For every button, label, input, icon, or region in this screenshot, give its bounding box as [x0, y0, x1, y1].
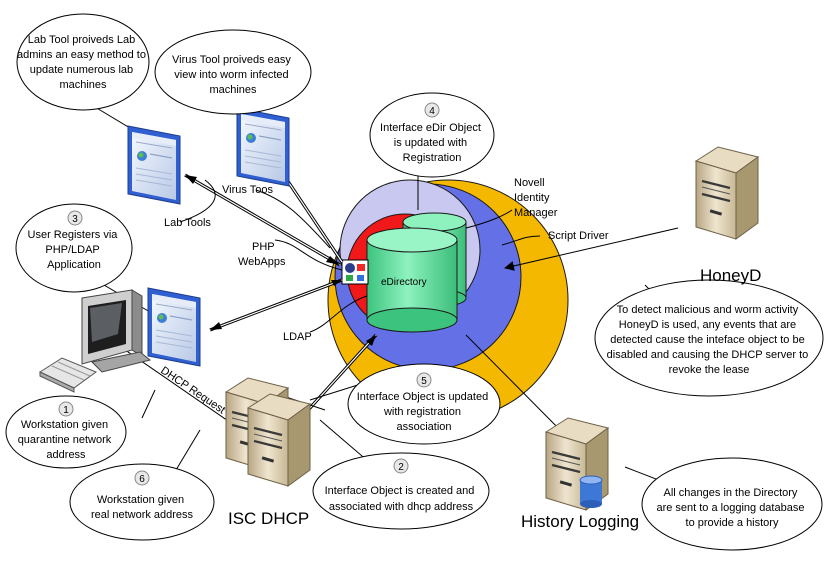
- callout-line: quarantine network: [18, 434, 112, 446]
- callout-line: update numerous lab: [30, 64, 133, 76]
- step-4-callout: 4 Interface eDir Object is updated with …: [369, 92, 495, 178]
- script-driver-label: Script Driver: [548, 230, 609, 242]
- computer-workstation-icon: [81, 289, 152, 373]
- callout-line: association: [396, 421, 451, 433]
- step-number: 6: [139, 474, 145, 485]
- callout-line: Interface Object is updated: [357, 391, 488, 403]
- callout-line: Interface eDir Object: [380, 122, 481, 134]
- callout-line: associated with dhcp address: [329, 501, 474, 513]
- honeyd-label: HoneyD: [700, 266, 761, 285]
- callout-line: Workstation given: [97, 494, 184, 506]
- honeyd-server-icon: [694, 145, 760, 241]
- honeyd-callout: To detect malicious and worm activity Ho…: [594, 279, 824, 397]
- step-number: 5: [421, 376, 427, 387]
- callout-line: revoke the lease: [669, 364, 750, 376]
- svg-text:All changes in the Directory: All changes in the Directory are sent to…: [656, 487, 807, 529]
- lab-tools-label: Lab Tools: [164, 217, 211, 229]
- step-number: 4: [429, 106, 435, 117]
- isc-dhcp-server-icon: [224, 376, 312, 488]
- callout-line: Interface Object is created and: [325, 485, 475, 497]
- callout-line: view into worm infected: [174, 69, 288, 81]
- application-object-icon: [341, 259, 369, 285]
- callout-line: are sent to a logging database: [656, 502, 804, 514]
- svg-text:Interface eDir Object is: Interface eDir Object is updated with Re…: [380, 122, 484, 164]
- callout-line: To detect malicious and worm activity: [617, 304, 799, 316]
- step-6-callout: 6 Workstation given real network address: [69, 463, 215, 541]
- svg-text:Workstation given quaran: Workstation given quarantine network add…: [18, 419, 115, 461]
- callout-line: disabled and causing the DHCP server to: [607, 349, 809, 361]
- virus-tools-window-icon: [236, 107, 290, 187]
- callout-line: Workstation given: [21, 419, 108, 431]
- step-3-callout: 3 User Registers via PHP/LDAP Applicatio…: [15, 203, 133, 293]
- callout-line: is updated with: [394, 137, 467, 149]
- lab-tools-window-icon: [127, 125, 181, 205]
- history-logging-callout: All changes in the Directory are sent to…: [641, 457, 823, 551]
- callout-line: machines: [59, 79, 107, 91]
- step-5-callout: 5 Interface Object is updated with regis…: [347, 363, 501, 445]
- step-number: 1: [63, 405, 69, 416]
- callout-line: admins an easy method to: [17, 49, 146, 61]
- step-1-callout: 1 Workstation given quarantine network a…: [5, 395, 127, 469]
- callout-line: All changes in the Directory: [664, 487, 798, 499]
- svg-text:Workstation given real n: Workstation given real network address: [91, 494, 194, 521]
- edirectory-label: eDirectory: [381, 277, 427, 288]
- virus-tool-callout: Virus Tool proiveds easy view into worm …: [154, 29, 312, 115]
- history-logging-server-icon: [544, 416, 610, 512]
- callout-line: HoneyD is used, any events that are: [619, 319, 796, 331]
- callout-line: detected cause the inteface object to be: [610, 334, 804, 346]
- callout-line: User Registers via: [28, 229, 119, 241]
- step-number: 2: [398, 462, 404, 473]
- callout-line: Registration: [403, 152, 462, 164]
- callout-line: PHP/LDAP: [45, 244, 99, 256]
- ldap-label: LDAP: [283, 331, 312, 343]
- identity-system: eDirectory: [327, 179, 569, 421]
- label-line: Novell: [514, 177, 545, 189]
- label-line: WebApps: [238, 256, 286, 268]
- svg-text:To detect malicious and worm a: To detect malicious and worm activity Ho…: [607, 304, 812, 376]
- callout-line: Application: [47, 259, 101, 271]
- dhcp-request-label: DHCP Request: [158, 365, 227, 417]
- svg-text:Virus Tool proiveds easy: Virus Tool proiveds easy view into worm …: [172, 54, 294, 96]
- callout-line: real network address: [91, 509, 194, 521]
- isc-dhcp-label: ISC DHCP: [228, 509, 309, 528]
- php-webapps-label: PHP WebApps: [238, 241, 286, 268]
- lab-tool-callout: Lab Tool proiveds Lab admins an easy met…: [16, 13, 150, 111]
- svg-text:Interface Object is created an: Interface Object is created and associat…: [325, 485, 478, 513]
- edirectory-cylinder: [366, 227, 458, 333]
- svg-text:User Registers via PHP/L: User Registers via PHP/LDAP Application: [28, 229, 121, 271]
- database-icon: [579, 475, 603, 508]
- novell-identity-manager-label: Novell Identity Manager: [514, 177, 558, 219]
- callout-line: Virus Tool proiveds easy: [172, 54, 291, 66]
- svg-text:Lab Tool proiveds Lab ad: Lab Tool proiveds Lab admins an easy met…: [17, 34, 149, 91]
- callout-line: to provide a history: [686, 517, 779, 529]
- keyboard-icon: [38, 357, 98, 393]
- callout-line: address: [46, 449, 86, 461]
- label-line: PHP: [252, 241, 274, 253]
- callout-line: with registration: [383, 406, 461, 418]
- history-logging-label: History Logging: [521, 512, 639, 531]
- label-line: Manager: [514, 207, 558, 219]
- callout-line: Lab Tool proiveds Lab: [28, 34, 135, 46]
- registration-window-icon: [147, 287, 201, 367]
- virus-tools-label: Virus Toos: [222, 184, 273, 196]
- step-number: 3: [72, 214, 78, 225]
- step-2-callout: 2 Interface Object is created and associ…: [312, 452, 490, 530]
- callout-line: machines: [209, 84, 257, 96]
- label-line: Identity: [514, 192, 550, 204]
- svg-text:Interface Object is updated: Interface Object is updated with registr…: [357, 391, 492, 433]
